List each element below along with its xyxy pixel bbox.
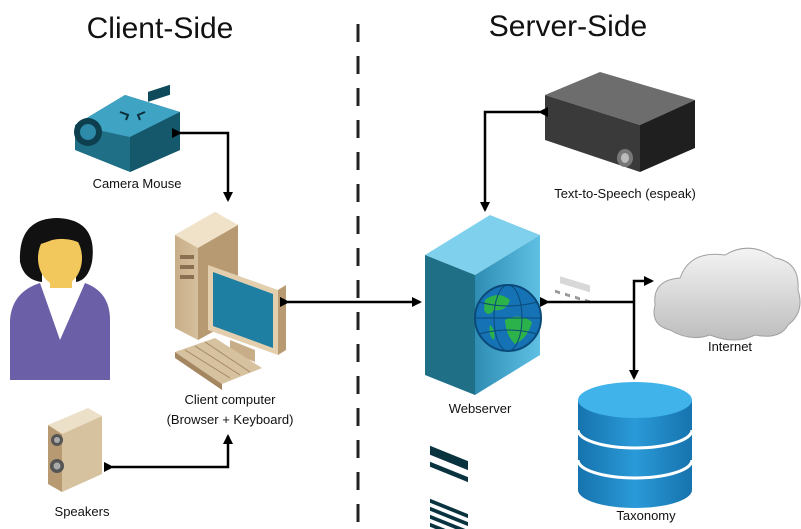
connector-camera-client: [172, 128, 233, 202]
connector-tts-webserver: [480, 107, 548, 212]
user-person-icon: [10, 218, 110, 380]
webserver-label: Webserver: [449, 401, 512, 416]
server-side-heading: Server-Side: [489, 10, 647, 43]
audio-receiver-icon: [545, 72, 695, 304]
speaker-icon: [48, 408, 102, 492]
internet-label: Internet: [708, 339, 752, 354]
projector-camera-icon: [74, 84, 180, 172]
cloud-icon: [653, 247, 801, 341]
desktop-computer-icon: [175, 212, 286, 390]
connector-speakers-client: [104, 434, 233, 472]
camera-mouse-label: Camera Mouse: [93, 176, 182, 191]
speakers-label: Speakers: [55, 504, 110, 519]
client-computer-label-line1: Client computer: [184, 392, 276, 407]
database-icon: [576, 382, 694, 508]
taxonomy-label: Taxonomy: [616, 508, 676, 523]
client-computer-label-line2: (Browser + Keyboard): [167, 412, 294, 427]
client-side-heading: Client-Side: [87, 12, 234, 45]
connector-branch-internet: [632, 276, 654, 302]
tts-label: Text-to-Speech (espeak): [554, 186, 696, 201]
web-server-icon: [425, 215, 542, 529]
